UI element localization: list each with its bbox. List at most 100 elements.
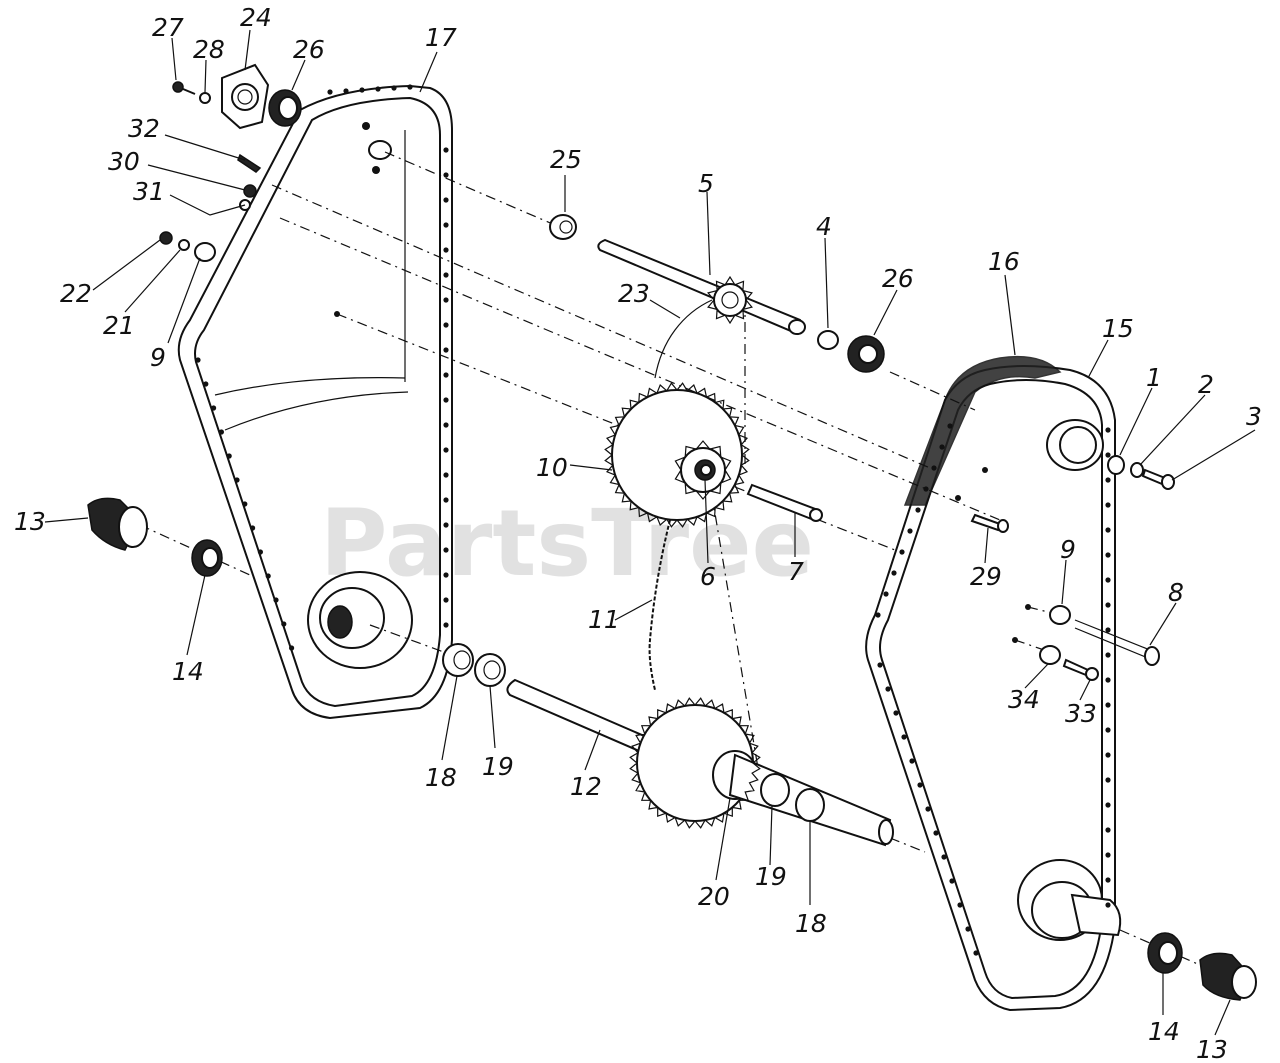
flange-hole [242, 501, 248, 507]
flange-hole [947, 423, 953, 429]
flange-hole [939, 444, 945, 450]
part-29-screw[interactable] [970, 513, 1009, 533]
flange-hole [1105, 702, 1111, 708]
callout-5: 5 [698, 169, 714, 198]
flange-hole [289, 645, 295, 651]
part-1-washer[interactable] [1107, 455, 1125, 475]
callout-32: 32 [128, 114, 160, 143]
flange-hole [443, 222, 449, 228]
part-9-washer-right[interactable] [1049, 605, 1071, 625]
part-10-large-sprocket[interactable] [611, 389, 743, 521]
part-22-nut[interactable] [159, 231, 173, 245]
flange-hole [443, 472, 449, 478]
part-4-washer[interactable] [817, 330, 839, 350]
sprocket-teeth [604, 382, 750, 528]
part-33-screw[interactable] [1062, 658, 1099, 681]
callout-26-right: 26 [882, 264, 914, 293]
flange-hole [917, 782, 923, 788]
callout-28: 28 [193, 35, 225, 64]
flange-hole [1105, 527, 1111, 533]
flange-hole [931, 465, 937, 471]
flange-hole [273, 597, 279, 603]
part-30-nut[interactable] [243, 184, 257, 198]
flange-hole [218, 429, 224, 435]
flange-hole [443, 172, 449, 178]
part-26-bearing-top[interactable] [268, 89, 302, 127]
flange-hole [875, 612, 881, 618]
flange-hole [877, 662, 883, 668]
callout-24: 24 [240, 3, 272, 32]
flange-hole [443, 622, 449, 628]
part-32-screw[interactable] [237, 153, 262, 173]
callout-7: 7 [788, 557, 804, 586]
flange-hole [443, 397, 449, 403]
left-chaincase-half[interactable] [177, 84, 453, 720]
part-8-bolt[interactable] [1074, 619, 1160, 666]
part-lower-axle[interactable] [728, 753, 894, 847]
part-7-pin[interactable] [746, 483, 823, 522]
part-14-bushing-left[interactable] [191, 539, 223, 577]
callout-33: 33 [1065, 699, 1097, 728]
callout-30: 30 [108, 147, 140, 176]
flange-hole [923, 486, 929, 492]
part-18-bushing-left[interactable] [442, 643, 474, 677]
flange-hole [443, 547, 449, 553]
flange-hole [1105, 602, 1111, 608]
callout-19-right: 19 [755, 862, 787, 891]
callout-2: 2 [1198, 370, 1214, 399]
flange-hole [1105, 452, 1111, 458]
part-27-screw[interactable] [172, 81, 196, 95]
flange-hole [375, 86, 381, 92]
part-3-screw[interactable] [1141, 468, 1175, 490]
flange-hole [234, 477, 240, 483]
callout-19-left: 19 [482, 752, 514, 781]
flange-hole [391, 85, 397, 91]
part-14-bushing-right[interactable] [1147, 932, 1183, 974]
part-11-chain[interactable] [648, 519, 671, 691]
flange-hole [933, 830, 939, 836]
flange-hole [443, 447, 449, 453]
callout-15: 15 [1102, 314, 1134, 343]
part-19-washer-left[interactable] [474, 653, 506, 687]
right-chaincase-half[interactable] [865, 355, 1122, 1012]
flange-hole [957, 902, 963, 908]
callout-22: 22 [60, 279, 92, 308]
part-23-chain[interactable] [654, 299, 713, 379]
flange-hole [443, 297, 449, 303]
flange-hole [1105, 877, 1111, 883]
flange-hole [203, 381, 209, 387]
part-21-washer[interactable] [178, 239, 190, 251]
callout-9-left: 9 [150, 343, 166, 372]
callout-18-left: 18 [425, 763, 457, 792]
part-2-lockwasher[interactable] [1130, 462, 1144, 478]
flange-hole [443, 197, 449, 203]
flange-hole [443, 497, 449, 503]
part-34-washer[interactable] [1039, 645, 1061, 665]
flange-hole [1105, 752, 1111, 758]
callout-4: 4 [816, 212, 832, 241]
flange-hole [1105, 552, 1111, 558]
part-26-bearing-right[interactable] [847, 335, 885, 373]
callout-26: 26 [293, 35, 325, 64]
flange-hole [443, 572, 449, 578]
flange-hole [443, 322, 449, 328]
flange-hole [443, 347, 449, 353]
callout-9-right: 9 [1060, 535, 1076, 564]
callout-13-right: 13 [1196, 1035, 1228, 1063]
part-24-flange-plate[interactable] [221, 63, 270, 130]
part-9-washer-left[interactable] [194, 242, 216, 262]
part-13-hub-left[interactable] [87, 497, 148, 551]
part-28-washer[interactable] [199, 92, 211, 104]
flange-hole [941, 854, 947, 860]
callout-6: 6 [700, 562, 716, 591]
flange-hole [899, 549, 905, 555]
part-25-bushing[interactable] [549, 214, 577, 240]
flange-hole [443, 147, 449, 153]
flange-hole [443, 272, 449, 278]
part-13-hub-right[interactable] [1199, 952, 1257, 1001]
flange-hole [226, 453, 232, 459]
flange-hole [265, 573, 271, 579]
callout-14-left: 14 [172, 657, 204, 686]
flange-hole [443, 522, 449, 528]
flange-hole [1105, 577, 1111, 583]
